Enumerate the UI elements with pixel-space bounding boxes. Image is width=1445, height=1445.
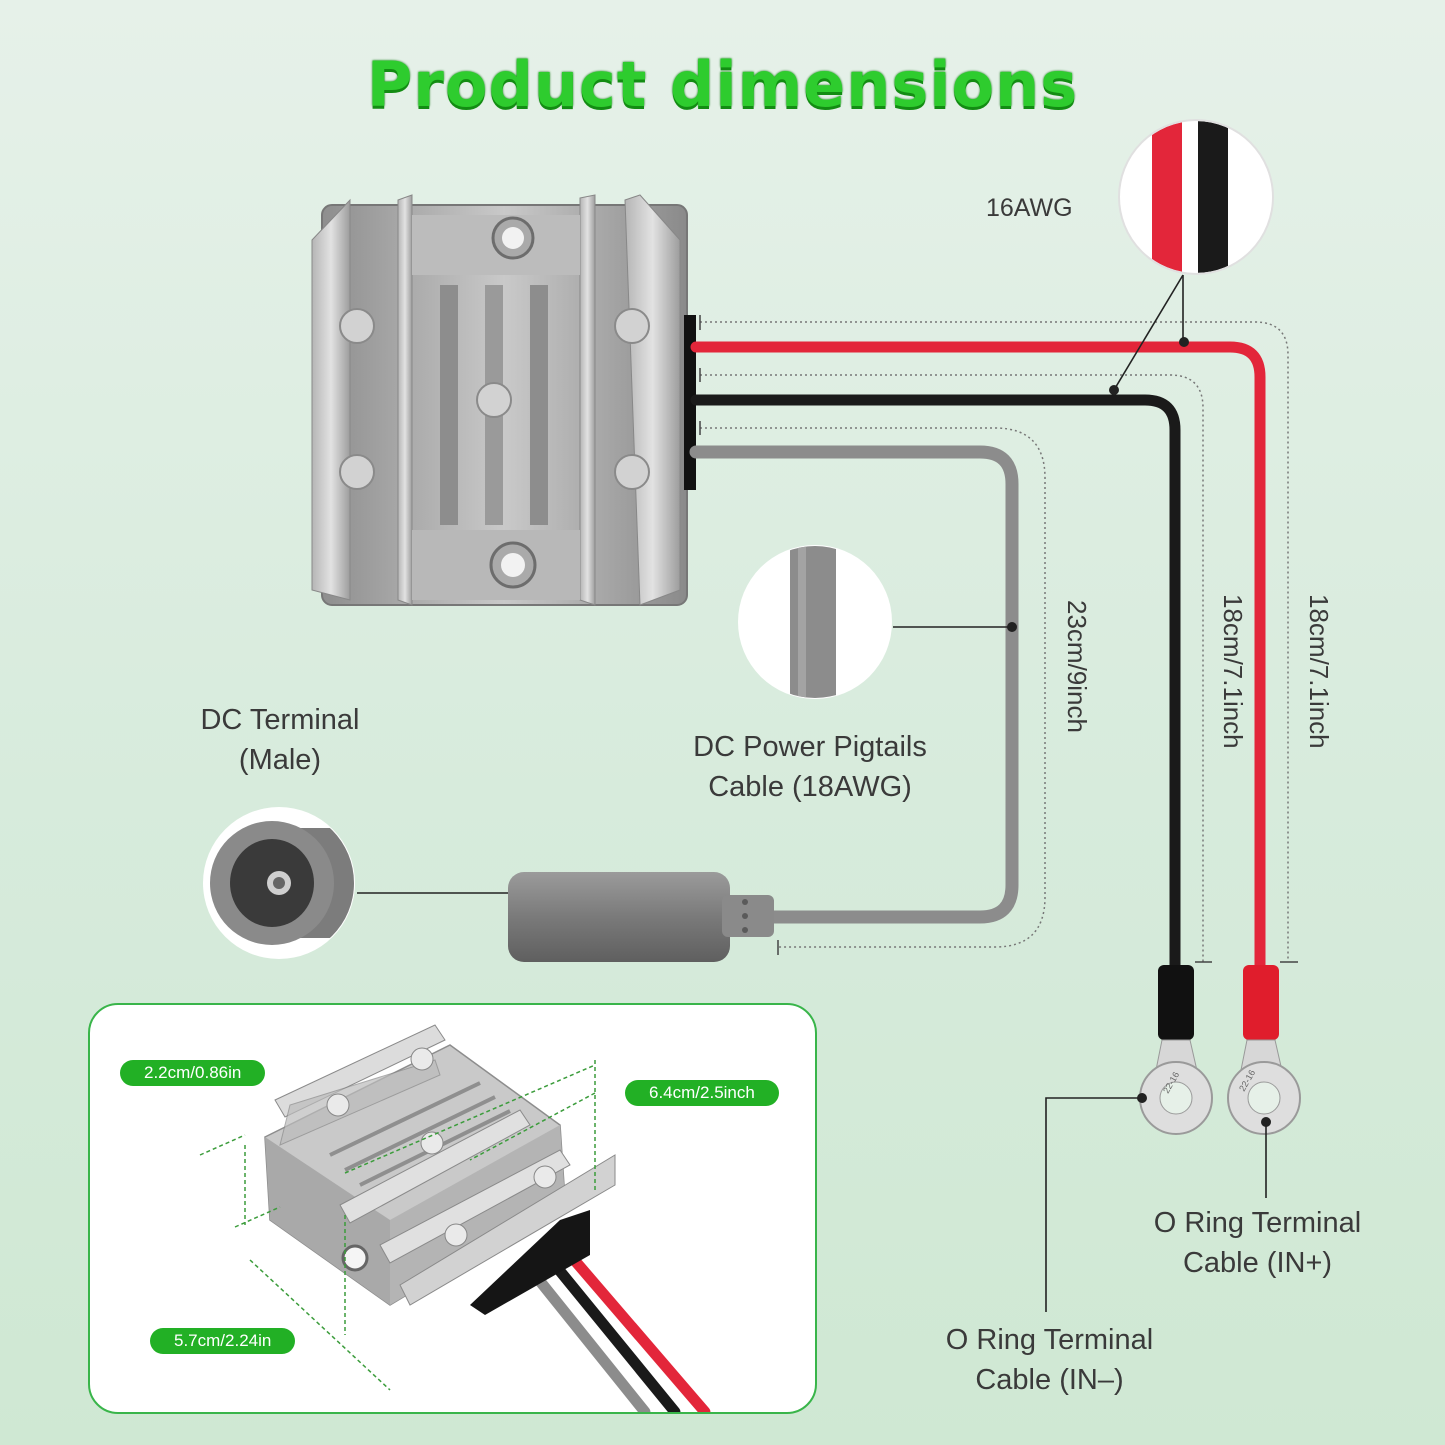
ring-terminal-in-minus: 22-16 [1139,965,1213,1135]
ring-in-minus-line1: O Ring Terminal [945,1324,1154,1356]
dc-terminal-closeup [203,807,355,959]
ring-in-plus-line1: O Ring Terminal [1153,1207,1362,1239]
dc-terminal-label-line1: DC Terminal [200,704,360,736]
height-dimension-pill: 2.2cm/0.86in [120,1060,266,1086]
black-cable-length: 18cm/7.1inch [1218,594,1248,749]
ring-terminal-in-plus: 22-16 [1227,965,1301,1135]
width-dimension-pill: 5.7cm/2.24in [150,1328,296,1354]
page-title: Product dimensions [366,48,1079,121]
gray-cable [689,445,1019,924]
ring-terminal-leaders [1045,1097,1267,1312]
dc-terminal-label-line2: (Male) [238,744,322,776]
dc-plug [508,872,774,962]
ring-terminal-in-minus-label: O Ring Terminal Cable (IN–) [922,1320,1177,1400]
inset-dimension-lines [199,1060,596,1391]
cables [689,341,1266,971]
callout-leader-16awg [1113,274,1184,391]
dc-pigtail-label: DC Power Pigtails Cable (18AWG) [660,727,960,807]
dimension-guides [700,321,1289,962]
inset-module [264,1024,616,1306]
dc-pigtail-label-line2: Cable (18AWG) [708,771,912,803]
dc-terminal-label: DC Terminal (Male) [150,700,410,780]
dimension-inset-panel: 2.2cm/0.86in 6.4cm/2.5inch 5.7cm/2.24in [88,1003,817,1414]
converter-module [311,194,696,606]
inset-wires [529,1249,711,1412]
black-cable [690,394,1181,971]
dimension-ticks [699,315,1298,963]
ring-in-minus-line2: Cable (IN–) [975,1364,1124,1396]
gray-cable-length: 23cm/9inch [1062,600,1092,733]
length-dimension-pill: 6.4cm/2.5inch [625,1080,779,1106]
wire-closeup-gray [738,545,892,699]
dc-pigtail-label-line1: DC Power Pigtails [693,731,927,763]
ring-terminal-in-plus-label: O Ring Terminal Cable (IN+) [1130,1203,1385,1283]
wire-gauge-label: 16AWG [986,194,1073,222]
red-cable [690,341,1266,971]
module-3d-view [199,1024,711,1412]
wire-closeup-red-black [1118,119,1274,275]
ring-in-plus-line2: Cable (IN+) [1182,1247,1333,1279]
red-cable-length: 18cm/7.1inch [1304,594,1334,749]
